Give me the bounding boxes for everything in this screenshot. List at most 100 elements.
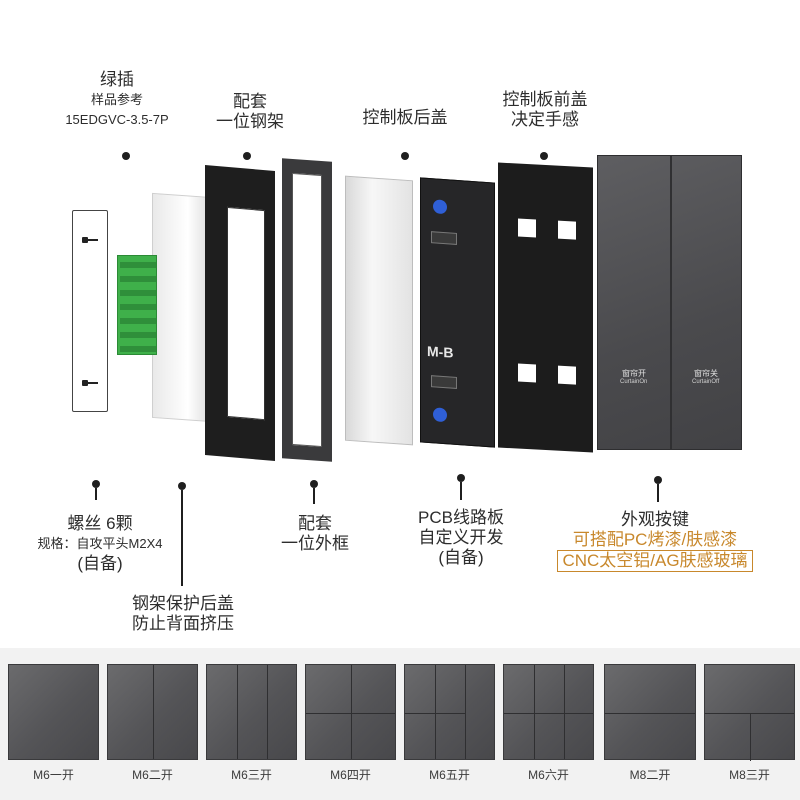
pcb-line2: 自定义开发 [418, 528, 504, 547]
bracket-cover-line2: 防止背面挤压 [132, 614, 234, 633]
steel-bracket-window [227, 206, 265, 421]
front-cover-label: 控制板前盖 决定手感 [490, 90, 600, 130]
keys-label: 外观按键 可搭配PC烤漆/肤感漆 CNC太空铝/AG肤感玻璃 [555, 510, 755, 572]
control-board-back-cover [345, 175, 413, 446]
pcb-board: M-B [420, 177, 495, 448]
screws-line2: 规格：自攻平头M2X4 [37, 536, 163, 551]
pcb-label: PCB线路板 自定义开发 (自备) [400, 508, 522, 568]
back-cover-pointer-dot [401, 152, 409, 160]
variant-caption: M6三开 [231, 768, 272, 782]
pcb-line1: PCB线路板 [418, 508, 504, 527]
screw-icon-bottom [82, 375, 98, 386]
screws-label: 螺丝 6颗 规格：自攻平头M2X4 (自备) [15, 514, 185, 574]
variant-thumb-m8-2 [604, 664, 696, 760]
front-cover-line2: 决定手感 [511, 110, 579, 129]
terminal-title: 绿插 [100, 70, 134, 89]
variant-thumb-m6-2 [107, 664, 198, 760]
front-cover-pointer-dot [540, 152, 548, 160]
screws-pointer-line [95, 488, 97, 500]
variant-caption: M8三开 [729, 768, 770, 782]
variant-caption: M6二开 [132, 768, 173, 782]
thumb-divider [405, 713, 465, 714]
front-cover-cutout-4 [558, 365, 576, 385]
variant-thumb-m6-3 [206, 664, 297, 760]
key-left-text: 窗帘开 [622, 369, 646, 378]
thumb-divider [237, 665, 238, 759]
front-cover-cutout-3 [518, 363, 536, 383]
thumb-divider [435, 665, 436, 759]
terminal-pointer-dot [122, 152, 130, 160]
variant-caption: M8二开 [629, 768, 671, 782]
thumb-divider [267, 665, 268, 759]
variant-thumb-m8-3 [704, 664, 795, 761]
thumb-divider [153, 665, 154, 759]
thumb-divider [564, 665, 565, 759]
key-panel-divider [670, 156, 672, 449]
keys-pointer-dot [654, 476, 662, 484]
bracket-line1: 配套 [233, 92, 267, 111]
key-right-sub: CurtainOff [692, 379, 720, 385]
front-cover-line1: 控制板前盖 [502, 90, 588, 109]
back-cover-label: 控制板后盖 [350, 108, 460, 128]
thumb-divider [504, 713, 593, 714]
screws-pointer-dot [92, 480, 100, 488]
pcb-pointer-dot [457, 474, 465, 482]
thumb-divider [534, 665, 535, 759]
thumb-divider [351, 665, 352, 759]
terminal-model: 15EDGVC-3.5-7P [65, 112, 169, 127]
bracket-protective-back-cover [152, 192, 212, 423]
screws-line3: (自备) [77, 554, 123, 573]
steel-bracket [205, 164, 275, 462]
key-right-text: 窗帘关 [694, 369, 718, 378]
bracket-pointer-dot [243, 152, 251, 160]
key-panel: 窗帘开 CurtainOn 窗帘关 CurtainOff [597, 155, 742, 450]
bracket-cover-pointer-dot [178, 482, 186, 490]
thumb-divider [705, 713, 794, 714]
screw-icon-top [82, 232, 98, 243]
thumb-divider [465, 665, 466, 759]
outer-frame-line1: 配套 [298, 514, 332, 533]
pcb-switch-bottom [433, 407, 447, 423]
pcb-marking: M-B [427, 342, 454, 361]
variant-caption: M6六开 [528, 768, 569, 782]
pcb-chip-1 [431, 231, 457, 245]
bracket-line2: 一位钢架 [216, 112, 284, 131]
screws-line1: 螺丝 6颗 [67, 514, 133, 533]
variant-thumb-m6-6 [503, 664, 594, 760]
outer-frame-opening [292, 172, 322, 448]
bracket-cover-pointer-line [181, 490, 183, 586]
front-cover-cutout-1 [518, 218, 536, 238]
outer-frame [282, 158, 332, 462]
variant-caption: M6四开 [330, 768, 371, 782]
bracket-cover-label: 钢架保护后盖 防止背面挤压 [118, 594, 248, 634]
screw-outline [72, 210, 108, 412]
bracket-label: 配套 一位钢架 [200, 92, 300, 132]
key-left-sub: CurtainOn [620, 379, 648, 385]
pcb-line3: (自备) [438, 548, 484, 567]
outer-frame-pointer-line [313, 488, 315, 504]
variant-caption: M6一开 [33, 768, 74, 782]
pcb-chip-2 [431, 375, 457, 389]
outer-frame-pointer-dot [310, 480, 318, 488]
thumb-divider [750, 713, 751, 761]
keys-line3: CNC太空铝/AG肤感玻璃 [557, 550, 753, 572]
keys-line2: 可搭配PC烤漆/肤感漆 [572, 530, 738, 549]
green-terminal-block [117, 255, 157, 355]
outer-frame-label: 配套 一位外框 [270, 514, 360, 554]
bracket-cover-line1: 钢架保护后盖 [132, 594, 234, 613]
back-cover-line1: 控制板后盖 [362, 108, 448, 127]
outer-frame-line2: 一位外框 [281, 534, 349, 553]
pcb-switch-top [433, 199, 447, 215]
variant-thumb-m6-1 [8, 664, 99, 760]
variant-caption: M6五开 [429, 768, 470, 782]
variant-thumb-m6-4 [305, 664, 396, 760]
keys-pointer-line [657, 484, 659, 502]
pcb-pointer-line [460, 482, 462, 500]
terminal-label: 绿插 样品参考 15EDGVC-3.5-7P [62, 70, 172, 130]
front-cover-cutout-2 [558, 220, 576, 240]
control-board-front-cover [498, 162, 593, 453]
terminal-sample-ref: 样品参考 [90, 92, 143, 107]
thumb-divider [605, 713, 695, 714]
keys-line1: 外观按键 [621, 510, 689, 529]
variant-thumb-m6-5 [404, 664, 495, 760]
